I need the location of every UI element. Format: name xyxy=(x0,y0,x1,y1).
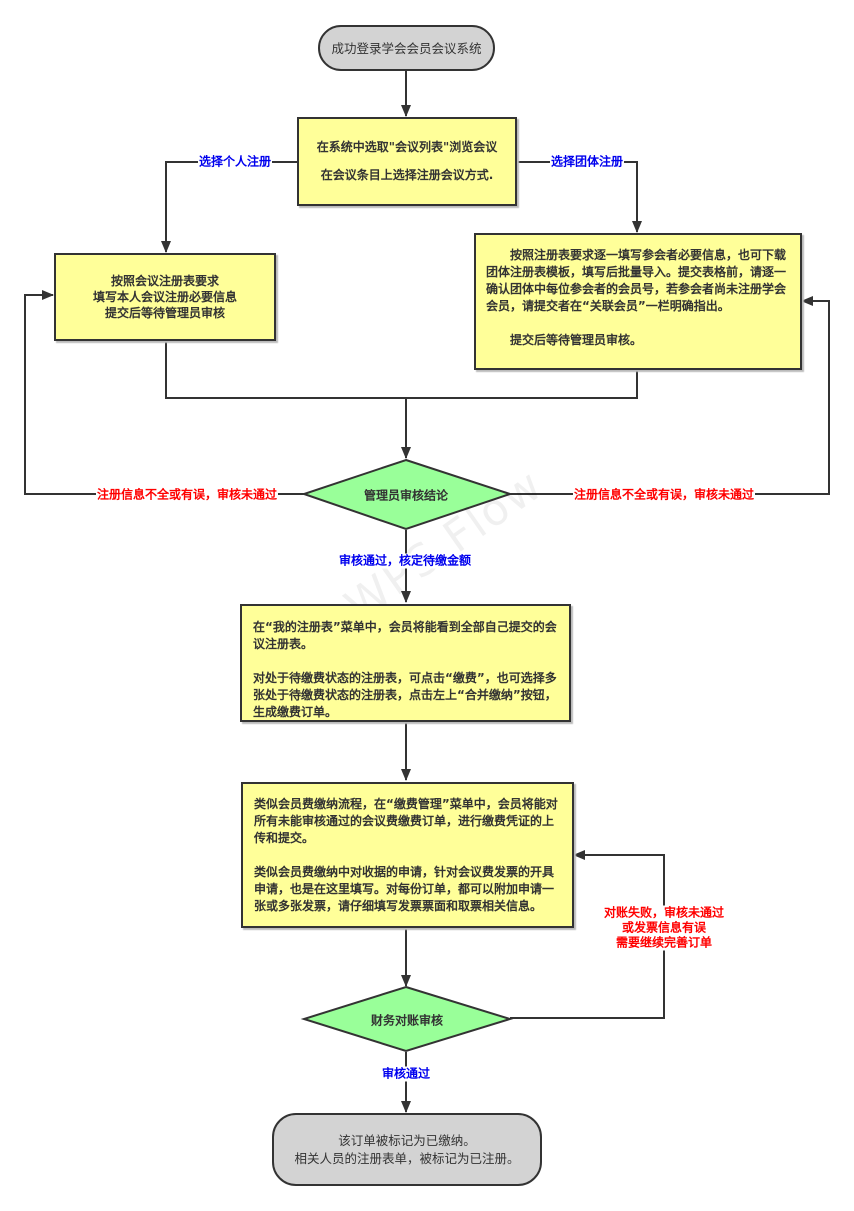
payment-paragraph-2: 类似会员费缴纳中对收据的申请，针对会议费发票的开具申请，也是在这里填写。对每份订… xyxy=(254,865,555,913)
edge-group-to-merge xyxy=(406,370,638,399)
process-individual-registration: 按照会议注册表要求 填写本人会议注册必要信息 提交后等待管理员审核 xyxy=(54,253,276,341)
finance-review-label: 财务对账审核 xyxy=(370,1013,444,1028)
process-select-list: 在系统中选取"会议列表"浏览会议 在会议条目上选择注册会议方式. xyxy=(297,117,517,206)
admin-review-label: 管理员审核结论 xyxy=(363,488,449,503)
start-text: 成功登录学会会员会议系统 xyxy=(331,40,482,56)
process-my-forms: 在“我的注册表”菜单中，会员将能看到全部自己提交的会议注册表。 对处于待缴费状态… xyxy=(240,604,571,722)
process-group-registration: 按照注册表要求逐一填写参会者必要信息，也可下载团体注册表模板，填写后批量导入。提… xyxy=(474,233,802,370)
individual-line-2: 填写本人会议注册必要信息 xyxy=(92,290,237,304)
edge-label-choose-group: 选择团体注册 xyxy=(549,154,625,170)
end-line-1: 该订单被标记为已缴纳。 xyxy=(338,1132,476,1148)
group-paragraph-1: 按照注册表要求逐一填写参会者必要信息，也可下载团体注册表模板，填写后批量导入。提… xyxy=(486,248,787,313)
select-line-2: 在会议条目上选择注册会议方式. xyxy=(320,168,494,182)
edge-individual-to-merge xyxy=(165,342,406,399)
edge-label-finance-pass: 审核通过 xyxy=(380,1066,432,1082)
edge-label-choose-individual: 选择个人注册 xyxy=(197,154,273,170)
payment-paragraph-1: 类似会员费缴纳流程，在“缴费管理”菜单中，会员将能对所有未能审核通过的会议费缴费… xyxy=(254,797,558,845)
select-line-1: 在系统中选取"会议列表"浏览会议 xyxy=(316,140,498,154)
decision-admin-review xyxy=(300,458,514,531)
edge-label-reject-right: 注册信息不全或有误，审核未通过 xyxy=(572,487,756,503)
individual-line-1: 按照会议注册表要求 xyxy=(110,274,219,288)
myforms-paragraph-1: 在“我的注册表”菜单中，会员将能看到全部自己提交的会议注册表。 xyxy=(253,620,557,651)
process-payment-management: 类似会员费缴纳流程，在“缴费管理”菜单中，会员将能对所有未能审核通过的会议费缴费… xyxy=(241,782,574,928)
myforms-paragraph-2: 对处于待缴费状态的注册表，可点击“缴费”，也可选择多张处于待缴费状态的注册表，点… xyxy=(253,671,557,719)
edge-label-reject-left: 注册信息不全或有误，审核未通过 xyxy=(95,487,279,503)
decision-finance-review xyxy=(300,985,514,1053)
edge-select-to-individual xyxy=(161,161,298,253)
edge-label-finance-fail: 对账失败，审核未通过 或发票信息有误 需要继续完善订单 xyxy=(602,905,726,951)
edge-label-approved-amount: 审核通过，核定待缴金额 xyxy=(337,553,473,569)
start-terminal: 成功登录学会会员会议系统 xyxy=(318,25,495,71)
end-terminal: 该订单被标记为已缴纳。 相关人员的注册表单，被标记为已注册。 xyxy=(272,1113,542,1186)
individual-line-3: 提交后等待管理员审核 xyxy=(104,306,225,320)
edge-select-to-group xyxy=(516,161,642,233)
end-line-2: 相关人员的注册表单，被标记为已注册。 xyxy=(294,1150,520,1166)
group-paragraph-2: 提交后等待管理员审核。 xyxy=(510,333,643,347)
